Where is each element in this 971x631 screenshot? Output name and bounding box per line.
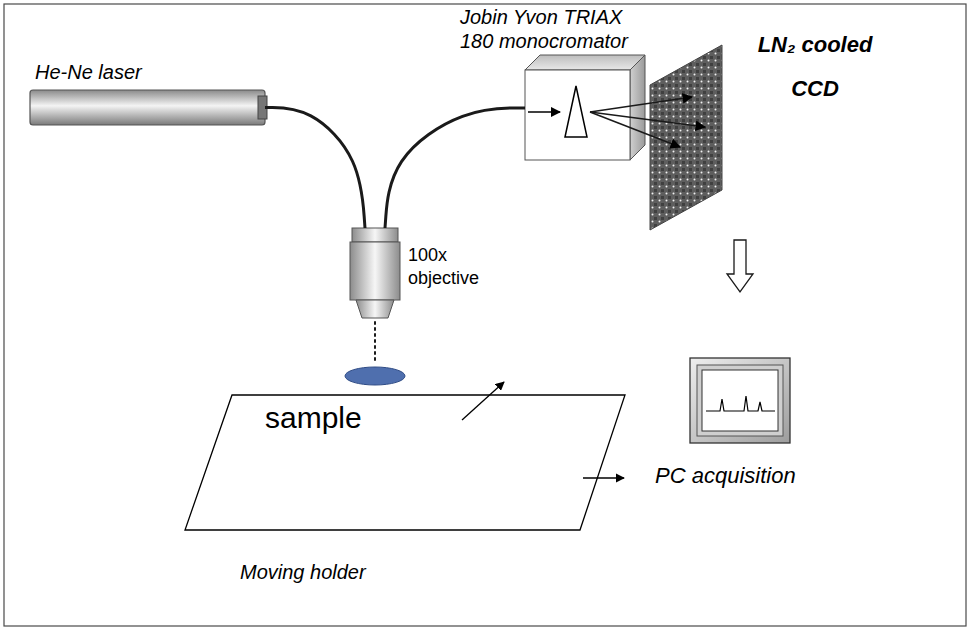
- sample-label: sample: [265, 401, 362, 435]
- pc-monitor: [690, 358, 790, 443]
- connector-line: [374, 322, 376, 362]
- laser-tube: [30, 90, 267, 125]
- holder-label: Moving holder: [240, 560, 366, 584]
- connector-line: [590, 97, 692, 112]
- laser-label: He-Ne laser: [35, 60, 142, 84]
- frame: [4, 4, 966, 626]
- motion-arrow: [583, 477, 624, 478]
- objective-label: 100x objective: [408, 244, 496, 290]
- holder-plate: [185, 395, 625, 530]
- fiber: [385, 108, 525, 228]
- ccd-box: LN₂ cooled CCD: [650, 45, 722, 230]
- connector-line: [590, 112, 680, 147]
- pc-box: PC acquisition: [690, 358, 790, 443]
- monochromator-label: Jobin Yvon TRIAX 180 monocromator: [460, 5, 640, 53]
- dispersed-beam: [590, 97, 705, 147]
- sample-spot: [345, 367, 405, 385]
- connector-line: [265, 108, 365, 229]
- monochromator-cube: [525, 55, 645, 160]
- prism: [565, 86, 587, 137]
- ccd-plate: [650, 45, 722, 230]
- objective-lens: [350, 228, 400, 318]
- motion-arrow: [462, 382, 504, 420]
- ccd-label: LN₂ cooled CCD: [750, 23, 880, 111]
- objective-box: 100x objective: [350, 228, 400, 320]
- beam-arrow: [528, 111, 560, 113]
- connector-line: [385, 108, 525, 228]
- transfer-arrow: [727, 240, 753, 292]
- laser-beam: [375, 322, 376, 362]
- laser-box: He-Ne laser: [30, 90, 265, 125]
- hollow-arrow: [727, 240, 753, 292]
- fiber: [265, 108, 365, 229]
- monochromator-box: Jobin Yvon TRIAX 180 monocromator: [525, 70, 630, 160]
- holder-box: sampleMoving holder: [185, 395, 625, 530]
- pc-label: PC acquisition: [655, 463, 796, 489]
